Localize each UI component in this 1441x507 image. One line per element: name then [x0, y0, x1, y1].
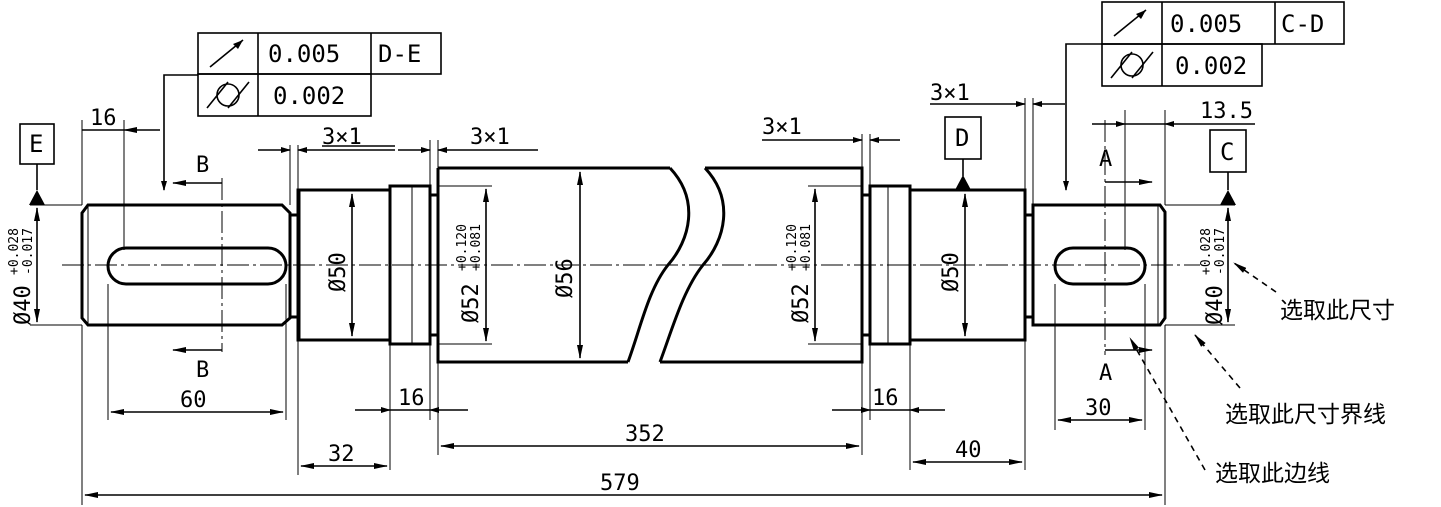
left-journal: [80, 203, 292, 327]
len-key-length-left: 60: [180, 388, 207, 413]
section-b-bottom-label: B: [196, 358, 209, 383]
dia-right-seat: Ø52: [789, 283, 814, 323]
dia-right-seat-lower: +0.081: [799, 224, 814, 271]
section-b-top-label: B: [196, 153, 209, 178]
len-middle: 352: [625, 422, 665, 447]
runout-icon: [209, 39, 244, 68]
fcf-right-runout-datum: C-D: [1281, 10, 1324, 38]
len-total: 579: [600, 471, 640, 496]
bottom-dimensions: 60 16 32 352 16 40 30: [81, 284, 1166, 505]
len-key-offset-right: 13.5: [1200, 99, 1253, 124]
section-a-top-label: A: [1099, 147, 1112, 172]
note-select-edge: 选取此边线: [1215, 461, 1330, 487]
shaft-outline: [62, 166, 1200, 364]
right-keyway: [1053, 246, 1147, 286]
datum-c-label: C: [1220, 138, 1234, 166]
section-marks: B B A A: [172, 120, 1153, 386]
dia-right-journal-upper: +0.028: [1199, 228, 1214, 275]
dia-left-journal: Ø40: [11, 285, 36, 325]
dia-left-seat-lower: +0.081: [469, 224, 484, 271]
len-left-shoulder: 32: [328, 442, 355, 467]
dia-right-seat-upper: +0.120: [785, 224, 800, 271]
len-groove-3: 3×1: [762, 115, 802, 140]
break-line-left: [626, 166, 691, 363]
fcf-left-runout-value: 0.005: [268, 40, 340, 68]
fcf-right-cyl-value: 0.002: [1175, 52, 1247, 80]
note-select-extension-line: 选取此尺寸界线: [1225, 402, 1386, 428]
dia-left-journal-lower: -0.017: [21, 228, 36, 275]
datum-d-label: D: [955, 124, 969, 152]
fcf-left-cyl-value: 0.002: [273, 82, 345, 110]
break-line-right: [658, 166, 726, 363]
right-journal: [1031, 203, 1167, 327]
note-select-dimension: 选取此尺寸: [1280, 298, 1395, 324]
left-keyway: [106, 246, 288, 286]
len-right-shoulder: 40: [955, 438, 982, 463]
cylindricity-icon: [206, 81, 250, 109]
datum-e-label: E: [29, 130, 43, 158]
cylindricity-icon: [1110, 51, 1154, 79]
len-groove-2: 3×1: [470, 125, 510, 150]
section-a-bottom-label: A: [1099, 361, 1112, 386]
runout-icon: [1113, 9, 1147, 37]
dia-left-seat-upper: +0.120: [455, 224, 470, 271]
len-key-length-right: 30: [1085, 396, 1112, 421]
fcf-left: 0.005 D-E 0.002: [161, 32, 442, 191]
dia-left-shoulder: Ø50: [326, 252, 351, 292]
dia-right-shoulder: Ø50: [939, 252, 964, 292]
dia-right-journal-lower: -0.017: [1213, 228, 1228, 275]
dia-left-journal-upper: +0.028: [7, 228, 22, 275]
dia-middle: Ø56: [553, 258, 578, 298]
len-groove-4: 3×1: [930, 81, 970, 106]
diameter-dimensions: Ø40 +0.028 -0.017 Ø50 Ø52 +0.120 +0.081 …: [7, 171, 1235, 359]
top-dimensions: 16 3×1 3×1 3×1 3×1 13.5: [81, 81, 1255, 250]
fcf-right-runout-value: 0.005: [1170, 10, 1242, 38]
fcf-right: 0.005 C-D 0.002: [1063, 1, 1345, 191]
datum-c: C: [1209, 129, 1247, 205]
dia-right-journal: Ø40: [1203, 285, 1228, 325]
annotations: 选取此尺寸 选取此尺寸界线 选取此边线: [1129, 262, 1395, 487]
len-right-step: 16: [872, 386, 899, 411]
fcf-left-runout-datum: D-E: [378, 40, 421, 68]
len-key-offset-left: 16: [90, 106, 117, 131]
datum-d: D: [944, 116, 982, 190]
len-left-step: 16: [398, 386, 425, 411]
dia-left-seat: Ø52: [459, 283, 484, 323]
datum-e: E: [19, 123, 55, 205]
